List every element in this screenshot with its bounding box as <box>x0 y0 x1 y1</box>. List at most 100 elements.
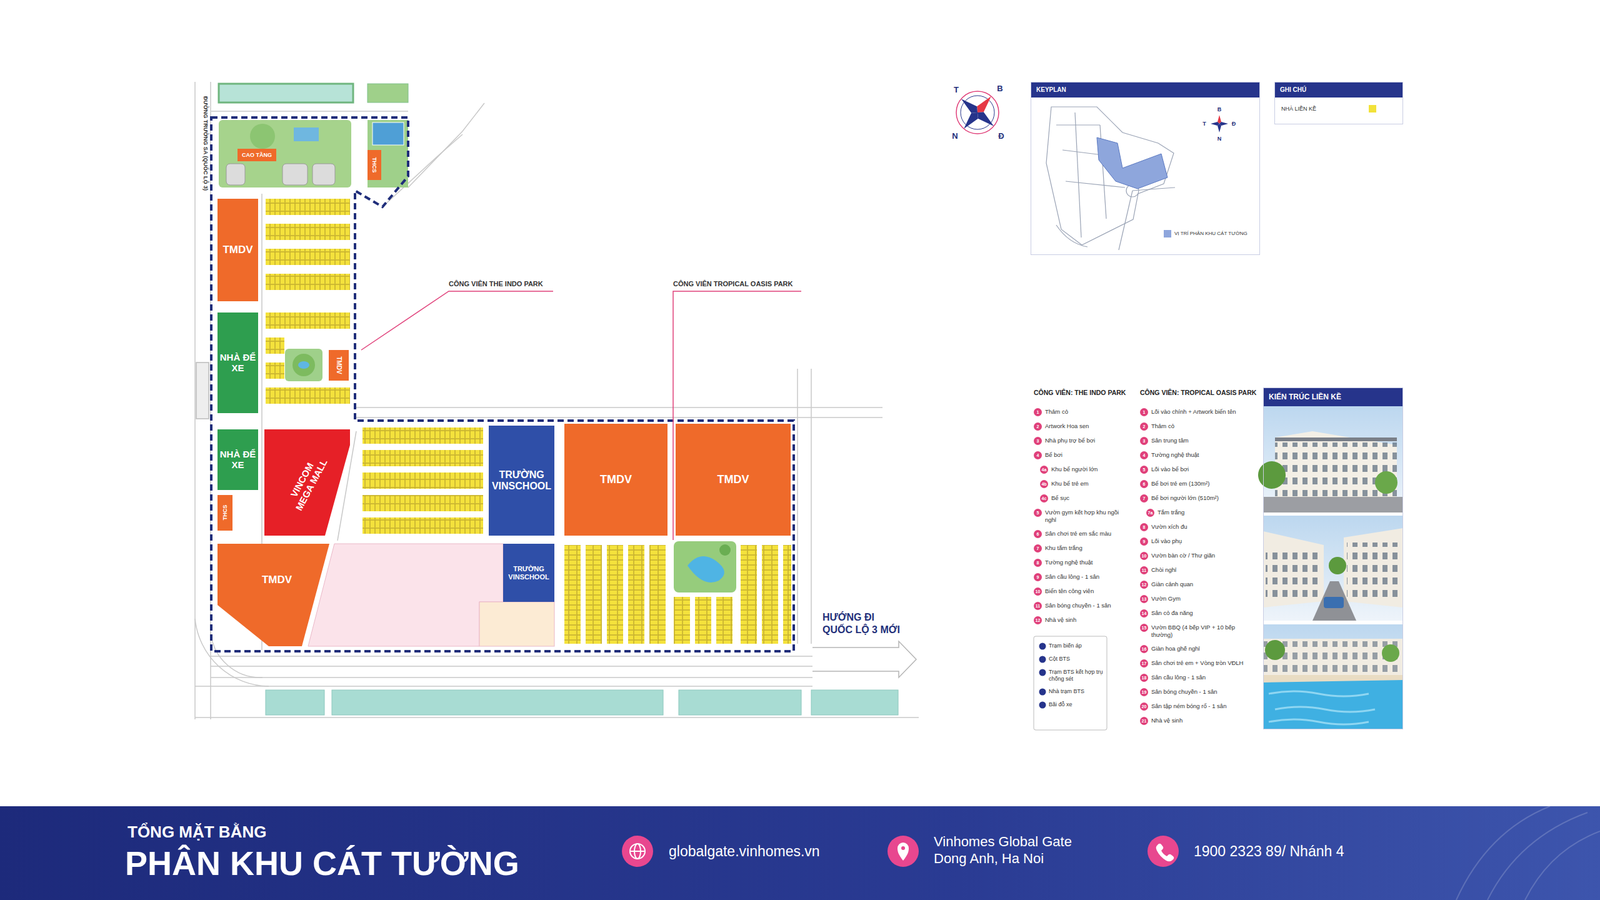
list-heading: CÔNG VIÊN: THE INDO PARK <box>1033 388 1126 397</box>
architecture-photo <box>1263 531 1324 608</box>
legend-item: 12Nhà vệ sinh <box>1033 616 1123 624</box>
footer-band <box>0 806 1600 900</box>
callout-swatch: 8 <box>1033 558 1042 567</box>
info-panel: KIẾN TRÚC LIỀN KỀ <box>1263 387 1404 730</box>
legend-item: 5Vườn gym kết hợp khu ngồi nghỉ <box>1033 508 1123 524</box>
legend-text: Biển tên công viên <box>1045 587 1123 595</box>
callout-number: 9 <box>1036 575 1040 580</box>
callout-swatch: 4 <box>1033 451 1042 460</box>
callout-number: 4c <box>1041 496 1047 501</box>
footer-band <box>1456 806 1600 900</box>
compass-letter: N <box>951 131 958 142</box>
direction-label: HƯỚNG ĐI QUỐC LỘ 3 MỚI <box>822 611 905 636</box>
lot-block: CAO TẦNG <box>237 148 277 162</box>
footer-band <box>897 842 909 861</box>
keyplan-map <box>1219 121 1229 126</box>
callout-number: 4 <box>1143 453 1146 458</box>
legend-text: Bể bơi <box>1045 451 1123 459</box>
leader-line <box>361 291 554 350</box>
callout-number: 11 <box>1035 603 1040 609</box>
road-lines <box>211 110 409 112</box>
legend-text: Sân trung tâm <box>1151 436 1255 445</box>
legend-item: 11Chòi nghỉ <box>1140 566 1255 574</box>
site-boundary <box>211 117 794 652</box>
utility-box <box>1033 636 1107 730</box>
park <box>293 127 319 142</box>
callout-number: 8 <box>1143 525 1146 530</box>
callout-number: 4 <box>1036 453 1040 458</box>
legend-item: 16Giàn hoa ghế nghỉ <box>1140 645 1255 653</box>
callout-number: 1 <box>1036 410 1040 415</box>
canal <box>678 690 802 715</box>
road-lines <box>355 406 883 409</box>
architecture-photo <box>1265 640 1285 660</box>
callout-number: 12 <box>1141 582 1147 587</box>
legend-swatch <box>1368 105 1377 113</box>
canal <box>218 83 354 103</box>
legend-text: Sân bóng chuyền - 1 sân <box>1045 601 1123 610</box>
legend-text: Thảm cỏ <box>1045 408 1123 416</box>
panel-header: KIẾN TRÚC LIỀN KỀ <box>1263 388 1403 407</box>
park <box>372 122 404 145</box>
lot-label: TMDV <box>261 574 292 587</box>
legend-text: Bể bơi người lớn (510m²) <box>1151 494 1255 502</box>
legend-item: 2 Thảm cỏ <box>1140 422 1255 430</box>
callout-number: 9 <box>1143 539 1146 544</box>
architecture-photo <box>1275 442 1397 497</box>
lot-outline <box>217 543 330 647</box>
legend-item: 5Lối vào bể bơi <box>1140 465 1255 474</box>
leader-line <box>673 291 802 540</box>
lot-block: NHÀ ĐỂ XE <box>217 429 259 490</box>
footer-band <box>1147 835 1179 867</box>
utility-icon <box>1038 642 1047 650</box>
canal <box>331 690 664 715</box>
legend-item: Trạm biến áp <box>1038 642 1104 650</box>
townhouse-rows <box>673 596 690 644</box>
callout-swatch: 2 <box>1033 422 1042 431</box>
townhouse-rows <box>585 545 602 644</box>
callout-number: 4b <box>1041 481 1047 487</box>
callout-swatch: 16 <box>1140 645 1149 654</box>
legend-text: Vườn xích đu <box>1151 523 1255 531</box>
park <box>282 163 308 185</box>
legend-item: 17Sân chơi trẻ em + Vòng tròn VĐLH <box>1140 659 1255 667</box>
lot-label: TMDV <box>222 243 253 256</box>
legend-text: Nhà trạm BTS <box>1048 688 1104 695</box>
footer-band <box>621 835 654 867</box>
legend-item: 1 Thảm cỏ <box>1033 408 1123 416</box>
park <box>673 541 737 593</box>
callout-swatch: 3 <box>1033 436 1042 445</box>
footer-band <box>901 846 905 850</box>
townhouse-rows <box>362 472 484 489</box>
callout-swatch: 15 <box>1140 623 1149 632</box>
architecture-photo <box>1275 437 1397 442</box>
callout-number: 17 <box>1141 661 1147 666</box>
compass-letter: Đ <box>998 131 1004 142</box>
lot-block: TMDV <box>675 423 791 536</box>
keyplan-map <box>1056 225 1088 247</box>
park <box>285 348 323 382</box>
callout-number: 19 <box>1141 690 1147 695</box>
legend-item: 1Lối vào chính + Artwork biển tên <box>1140 408 1255 416</box>
callout-number: 1 <box>1143 410 1146 415</box>
legend-text: Bãi đỗ xe <box>1048 701 1104 709</box>
legend-item: 12Giàn cảnh quan <box>1140 580 1255 589</box>
callout-number: 7 <box>1036 546 1040 551</box>
townhouse-rows <box>362 495 484 512</box>
utility-icon <box>1038 668 1047 677</box>
callout-swatch: 14 <box>1140 609 1149 618</box>
canal <box>265 690 325 715</box>
callout-number: 5 <box>1036 510 1040 515</box>
callout-number: 2 <box>1143 424 1146 429</box>
lot-block: THCS <box>217 495 233 531</box>
road-lines <box>796 368 799 644</box>
architecture-photo <box>1263 624 1404 730</box>
townhouse-rows <box>362 517 484 534</box>
info-panel: GHI CHÚ <box>1274 81 1404 125</box>
keyplan-map <box>1046 106 1229 250</box>
legend-text: Thảm cỏ <box>1151 422 1255 430</box>
callout-swatch: 4c <box>1040 494 1049 503</box>
info-panel: KEYPLAN <box>1030 81 1260 255</box>
legend-text: Vườn BBQ (4 bếp VIP + 10 bếp thường) <box>1151 623 1255 639</box>
lot-label: TRƯỜNG VINSCHOOL <box>504 565 554 581</box>
